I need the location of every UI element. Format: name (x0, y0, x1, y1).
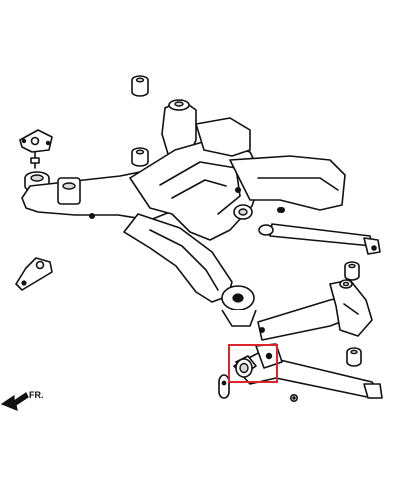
front-arrow-icon (0, 392, 29, 411)
mount-stud (30, 151, 40, 169)
bushing-highlight-box (228, 344, 278, 383)
link-plate (15, 257, 53, 291)
mount-plate (19, 129, 53, 153)
small-bolt (289, 393, 298, 402)
control-arm (257, 279, 373, 341)
right-bushing-lower (346, 347, 362, 367)
rear-subframe (21, 99, 346, 327)
mid-bushing (131, 147, 149, 167)
lower-arm (233, 343, 383, 399)
front-direction-indicator: FR. (0, 390, 44, 411)
right-bushing-upper (344, 261, 360, 281)
lower-bushing (218, 374, 230, 399)
top-bushing (131, 75, 149, 97)
direction-label: FR. (29, 390, 44, 400)
toe-link-arm (258, 207, 381, 255)
